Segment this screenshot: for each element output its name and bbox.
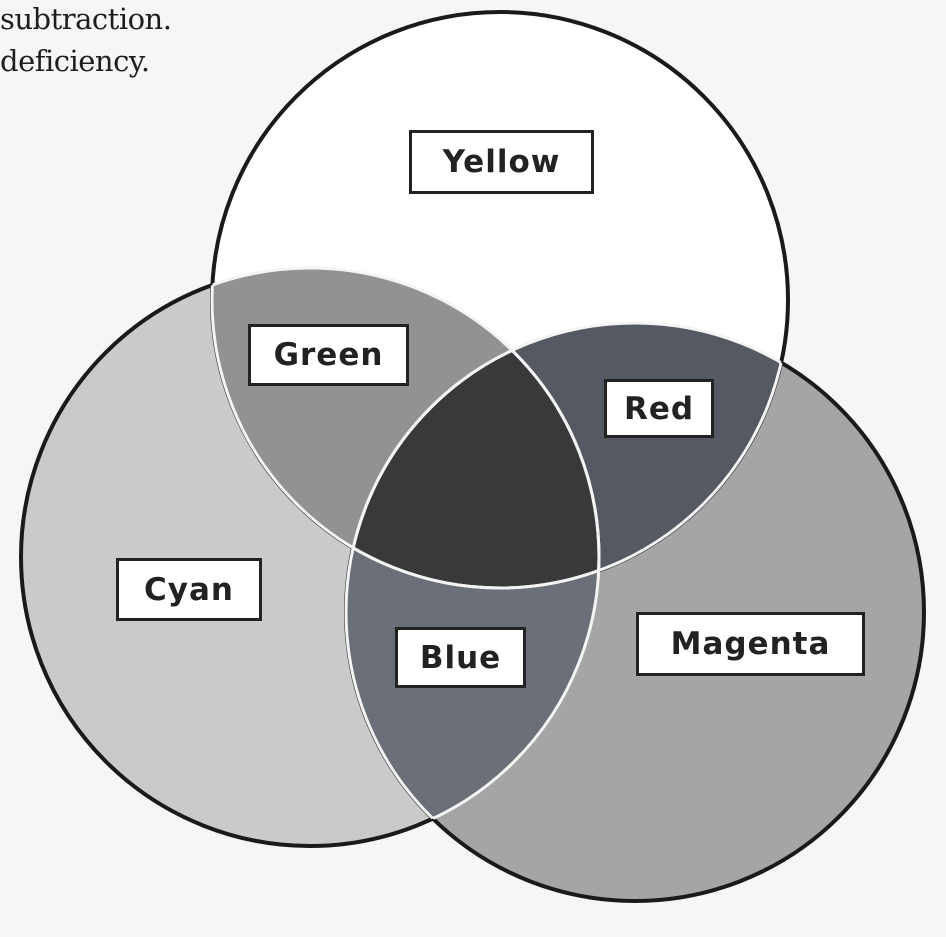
label-red: Red xyxy=(604,379,714,438)
label-cyan: Cyan xyxy=(116,558,262,621)
inner-arc-magenta xyxy=(344,321,788,588)
inner-arc-cyan-2 xyxy=(346,323,601,848)
inner-arc-yellow-2 xyxy=(346,323,790,590)
inner-arc-magenta-2 xyxy=(344,321,599,846)
label-blue: Blue xyxy=(395,627,526,688)
text-line-subtraction: subtraction. xyxy=(0,2,172,36)
text-line-deficiency: deficiency. xyxy=(0,44,150,78)
label-magenta: Magenta xyxy=(636,612,865,676)
label-green: Green xyxy=(248,324,409,386)
label-yellow: Yellow xyxy=(409,130,594,194)
center-region xyxy=(346,323,599,588)
